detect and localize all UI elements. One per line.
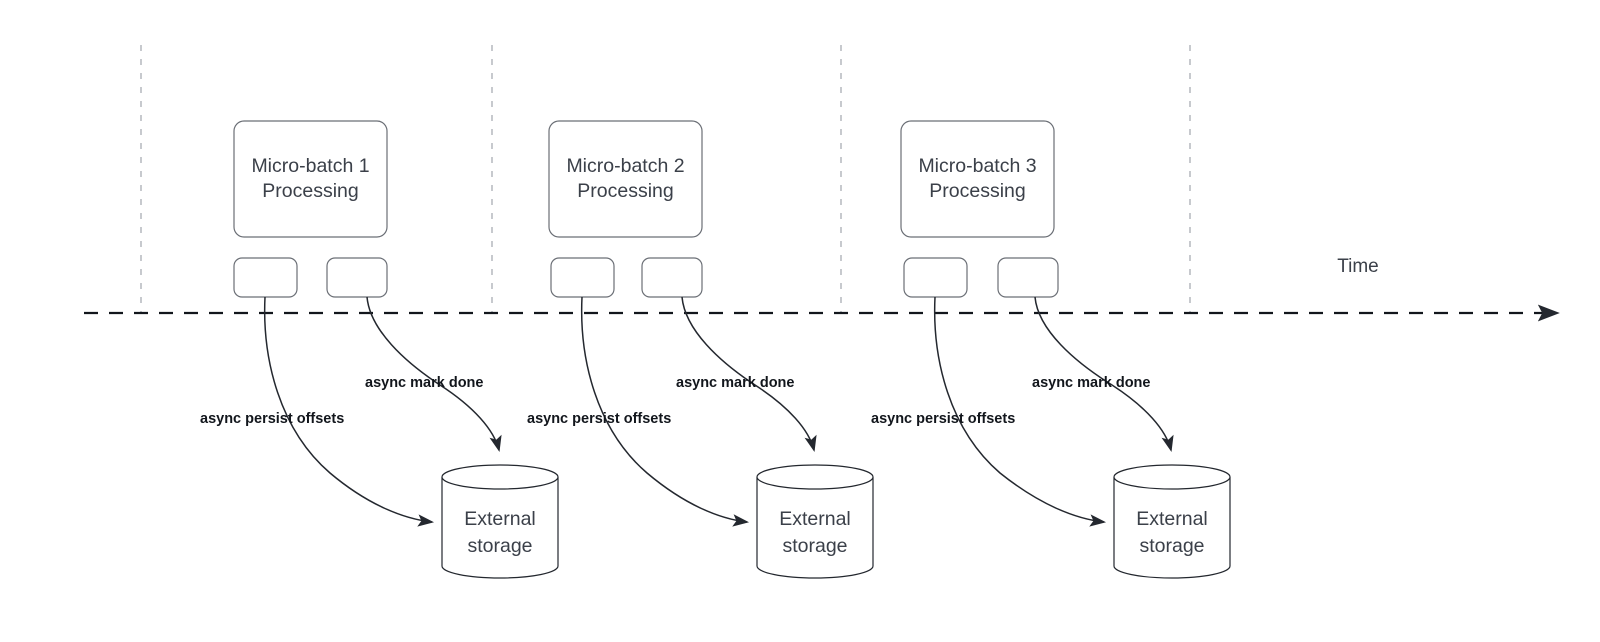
external-storage-3-body bbox=[1113, 477, 1231, 579]
external-storage-3-label-line1: External bbox=[1136, 508, 1208, 530]
timeline-axis-group: Time bbox=[84, 256, 1560, 322]
micro-batch-2-mark-done-label: async mark done bbox=[676, 375, 794, 391]
external-storage-2-label-line1: External bbox=[779, 508, 851, 530]
micro-batch-2-marker-a[interactable] bbox=[550, 257, 615, 298]
micro-batch-1-persist-offsets-edge bbox=[263, 296, 435, 527]
micro-batch-3-persist-offsets-label: async persist offsets bbox=[871, 411, 1015, 427]
external-storage-1-cylinder[interactable]: External storage bbox=[441, 464, 559, 579]
external-storage-1-label-line1: External bbox=[464, 508, 536, 530]
micro-batch-1-label-line2: Processing bbox=[262, 180, 358, 202]
external-storage-3-cylinder[interactable]: External storage bbox=[1113, 464, 1231, 579]
external-storage-1-label-line2: storage bbox=[467, 535, 532, 557]
micro-batch-2-marker-b[interactable] bbox=[641, 257, 703, 298]
micro-batch-1-marker-b[interactable] bbox=[326, 257, 388, 298]
micro-batch-3-marker-b[interactable] bbox=[997, 257, 1059, 298]
micro-batch-1-marker-a[interactable] bbox=[233, 257, 298, 298]
micro-batch-2-label-line2: Processing bbox=[577, 180, 673, 202]
external-storage-2-label-line2: storage bbox=[782, 535, 847, 557]
external-storage-2-top bbox=[756, 464, 874, 490]
micro-batch-3-mark-done-label: async mark done bbox=[1032, 375, 1150, 391]
time-axis-label: Time bbox=[1337, 256, 1379, 277]
external-storage-2-body bbox=[756, 477, 874, 579]
micro-batch-3-label-line2: Processing bbox=[929, 180, 1025, 202]
external-storage-1-top bbox=[441, 464, 559, 490]
micro-batch-3-label-line1: Micro-batch 3 bbox=[918, 155, 1036, 177]
micro-batch-2-label-line1: Micro-batch 2 bbox=[566, 155, 684, 177]
micro-batch-2-box[interactable] bbox=[548, 120, 703, 238]
tick-lines-group bbox=[140, 45, 1191, 313]
micro-batch-1-group: Micro-batch 1 Processing async persist o… bbox=[200, 120, 559, 579]
micro-batch-3-marker-a[interactable] bbox=[903, 257, 968, 298]
micro-batch-3-box[interactable] bbox=[900, 120, 1055, 238]
micro-batch-1-box[interactable] bbox=[233, 120, 388, 238]
micro-batch-2-persist-offsets-label: async persist offsets bbox=[527, 411, 671, 427]
micro-batch-1-mark-done-label: async mark done bbox=[365, 375, 483, 391]
micro-batch-2-persist-offsets-edge bbox=[580, 296, 750, 527]
micro-batch-1-mark-done-edge bbox=[366, 296, 502, 452]
external-storage-3-top bbox=[1113, 464, 1231, 490]
micro-batch-1-persist-offsets-label: async persist offsets bbox=[200, 411, 344, 427]
micro-batch-2-group: Micro-batch 2 Processing async persist o… bbox=[527, 120, 874, 579]
external-storage-1-body bbox=[441, 477, 559, 579]
external-storage-3-label-line2: storage bbox=[1139, 535, 1204, 557]
external-storage-2-cylinder[interactable]: External storage bbox=[756, 464, 874, 579]
micro-batch-3-mark-done-edge bbox=[1034, 296, 1174, 452]
micro-batch-3-group: Micro-batch 3 Processing async persist o… bbox=[871, 120, 1231, 579]
micro-batch-3-persist-offsets-edge bbox=[933, 296, 1107, 527]
micro-batch-2-mark-done-edge bbox=[681, 296, 817, 452]
micro-batch-1-label-line1: Micro-batch 1 bbox=[251, 155, 369, 177]
